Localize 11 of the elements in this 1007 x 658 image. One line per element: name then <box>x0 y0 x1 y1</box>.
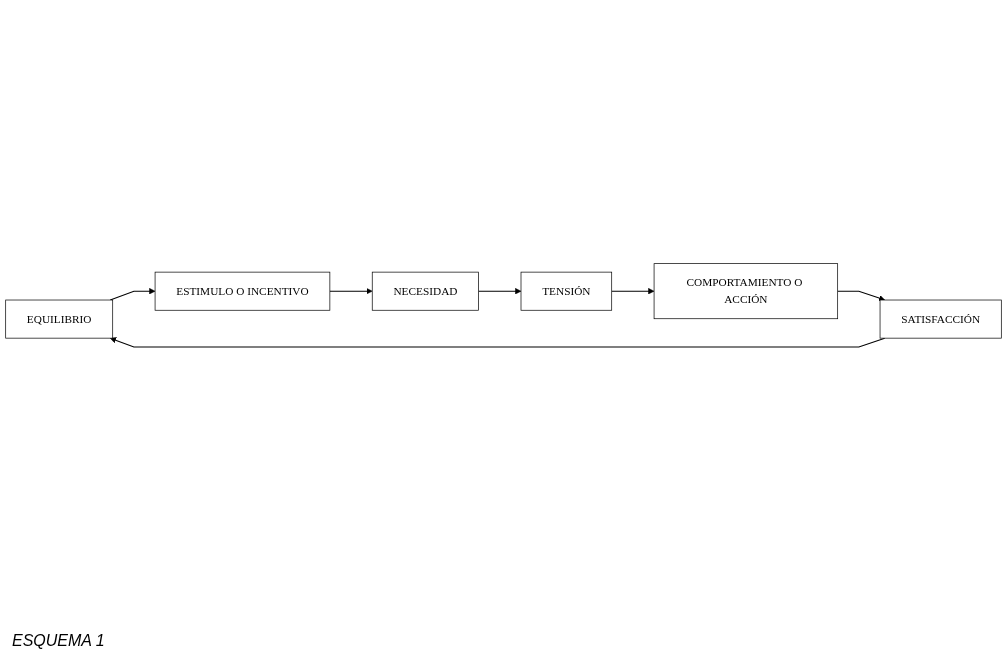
arrow <box>478 287 522 294</box>
caption: ESQUEMA 1 <box>12 632 105 650</box>
node-box: EQUILIBRIO <box>5 299 114 339</box>
node-box: TENSIÓN <box>520 271 613 311</box>
arrow <box>329 287 373 294</box>
node-box: SATISFACCIÓN <box>879 299 1002 339</box>
node-box: COMPORTAMIENTO O ACCIÓN <box>653 263 839 319</box>
node-box: ESTIMULO O INCENTIVO <box>154 271 331 311</box>
arrow <box>837 290 886 301</box>
arrow <box>611 287 655 294</box>
node-box: NECESIDAD <box>371 271 479 311</box>
